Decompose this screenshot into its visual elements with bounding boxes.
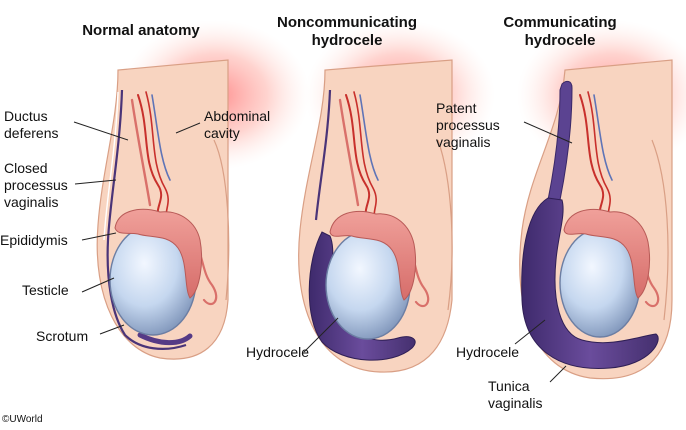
- label-scrotum: Scrotum: [36, 328, 89, 344]
- scrotum-base: [137, 332, 193, 346]
- title-line: Normal anatomy: [82, 22, 200, 39]
- label-tunica-vaginalis: Tunica vaginalis: [488, 378, 542, 412]
- epididymis: [329, 210, 417, 301]
- label-line: cavity: [204, 125, 240, 141]
- label-line: Patent: [436, 100, 477, 116]
- label-line: vaginalis: [4, 194, 59, 210]
- title-normal-anatomy: Normal anatomy: [66, 22, 216, 40]
- label-hydrocele: Hydrocele: [246, 344, 310, 360]
- title-line: hydrocele: [311, 32, 383, 49]
- panel-normal-anatomy: [73, 20, 310, 360]
- epididymis: [563, 208, 651, 299]
- label-line: vaginalis: [436, 134, 491, 150]
- title-noncommunicating-hydrocele: Noncommunicating hydrocele: [272, 14, 422, 50]
- label-testicle: Testicle: [22, 282, 69, 298]
- label-patent-processus-vaginalis: Patent processus vaginalis: [436, 100, 500, 151]
- title-line: Communicating: [503, 14, 617, 31]
- label-line: Closed: [4, 160, 48, 176]
- hydrocele-fluid: [521, 197, 659, 369]
- label-line: Tunica: [488, 378, 530, 394]
- label-line: vaginalis: [488, 395, 543, 411]
- label-line: deferens: [4, 125, 59, 141]
- label-line: Abdominal: [204, 108, 271, 124]
- epididymis: [114, 208, 203, 299]
- copyright-notice: ©UWorld: [2, 414, 43, 425]
- label-ductus-deferens: Ductus deferens: [4, 108, 58, 142]
- title-line: hydrocele: [524, 32, 596, 49]
- panel-noncommunicating-hydrocele: [298, 20, 495, 373]
- panel-communicating-hydrocele: [514, 20, 686, 383]
- title-communicating-hydrocele: Communicating hydrocele: [490, 14, 630, 50]
- label-abdominal-cavity: Abdominal cavity: [204, 108, 270, 142]
- label-closed-processus-vaginalis: Closed processus vaginalis: [4, 160, 68, 211]
- label-epididymis: Epididymis: [0, 232, 68, 248]
- title-line: Noncommunicating: [276, 14, 417, 31]
- closed-processus-vaginalis: [106, 89, 187, 350]
- label-line: processus: [4, 177, 68, 193]
- label-hydrocele: Hydrocele: [456, 344, 520, 360]
- label-line: Ductus: [4, 108, 48, 124]
- spermatic-vessels: [130, 91, 218, 306]
- label-line: processus: [436, 117, 500, 133]
